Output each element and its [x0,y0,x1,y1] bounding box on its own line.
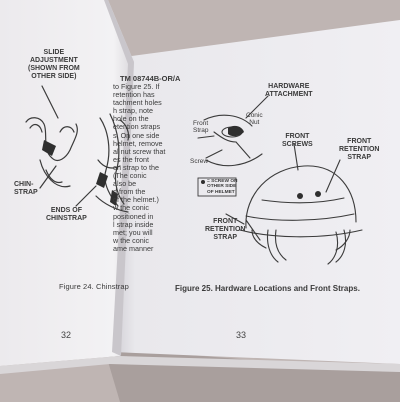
body-line: of the helmet.) [113,195,159,205]
body-line: l strap inside [113,219,154,229]
body-line: positioned in [113,211,154,221]
center-fold [104,0,134,356]
body-line: al nut screw that [113,146,166,156]
body-line: w the conic [113,203,149,213]
body-line: d from the [113,187,146,197]
body-line: hole on the [113,114,149,124]
body-line: also be [113,179,137,189]
body-line: (The conic [113,171,147,181]
body-line: s. On one side [113,130,160,140]
label-hardware-attachment: HARDWARE ATTACHMENT [265,83,313,98]
left-page [0,0,134,366]
body-line: to Figure 25. If [113,82,160,91]
body-line: tachment holes [113,98,162,108]
body-line: on strap to the [113,162,159,172]
body-line: etention straps [113,122,161,132]
front-screw-dot [297,193,303,199]
helmet-illustration [197,95,363,265]
label-front-strap: Front Strap [193,120,209,134]
body-line: retention has [113,90,155,100]
body-line: helmet, remove [113,138,163,148]
body-line: ame manner [113,243,154,253]
right-figure-caption: Figure 25. Hardware Locations and Front … [175,284,360,293]
page-edge [0,356,400,374]
body-line: met; you will [113,227,153,237]
label-conic-nut: Conic Nut [246,112,263,126]
label-screw: Screw [190,158,209,165]
label-front-retention-strap-right: FRONT RETENTION STRAP [339,138,380,161]
right-page-number: 33 [236,330,247,340]
body-line: w the conic [113,235,149,245]
strap-end-dark [96,172,108,188]
label-chin-strap: CHIN- STRAP [14,181,38,196]
conic-nut-shape [228,125,244,137]
right-page-header: TM 08744B-OR/A [120,74,181,83]
label-screw-on-other-side: = SCREW ON OTHER SIDE OF HELMET [207,179,238,195]
label-slide-adjustment: SLIDE ADJUSTMENT (SHOWN FROM OTHER SIDE) [28,49,80,80]
chinstrap-illustration [25,85,130,213]
front-screw-dot [315,191,321,197]
strap-end-dark-2 [110,190,118,206]
label-ends-of-chinstrap: ENDS OF CHINSTRAP [46,207,87,222]
helmet-shell [245,165,357,229]
left-page-number: 32 [61,330,72,340]
body-line: h strap, note [113,106,153,116]
label-front-screws: FRONT SCREWS [282,133,313,148]
buckle-dark-part [42,140,56,156]
label-front-retention-strap-left: FRONT RETENTION STRAP [205,218,246,241]
left-figure-caption: Figure 24. Chinstrap [59,282,129,291]
right-page-body-text: to Figure 25. If retention has tachment … [113,82,166,253]
legend-screw-dot [201,180,205,184]
body-line: es the front [113,154,149,164]
